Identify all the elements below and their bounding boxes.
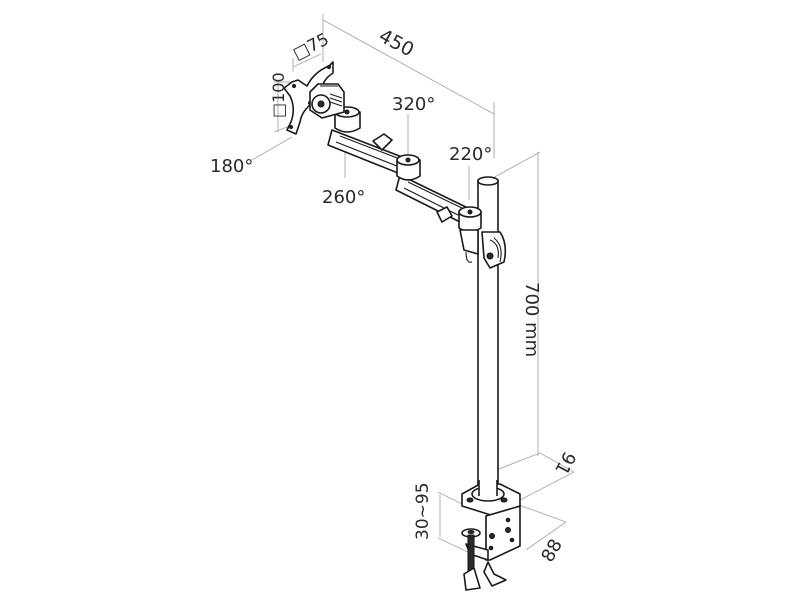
label-vesa-width: □75 [290,29,333,64]
label-rotation-head: 180° [210,156,253,177]
label-arm-reach: 450 [375,25,417,61]
label-pole-height: 700 mm [521,282,542,357]
label-clamp-range: 30~95 [413,482,433,540]
label-rotation-joint-3: 220° [449,144,492,165]
label-rotation-joint-1: 260° [322,187,365,208]
arm [327,106,507,269]
joint-pole [458,206,482,263]
label-clamp-width: 88 [537,536,567,566]
label-rotation-joint-2: 320° [392,94,435,115]
label-clamp-depth: 91 [550,448,579,478]
pole-collar [481,231,507,269]
labels: 450 □75 □100 180° 260° 320° 220° 700 mm … [210,25,580,566]
label-vesa-height: □100 [269,72,288,118]
dimension-lines [251,14,575,554]
desk-clamp [461,480,521,591]
tilt-head [309,83,345,119]
joint-head [334,106,361,133]
joint-middle [396,154,421,181]
